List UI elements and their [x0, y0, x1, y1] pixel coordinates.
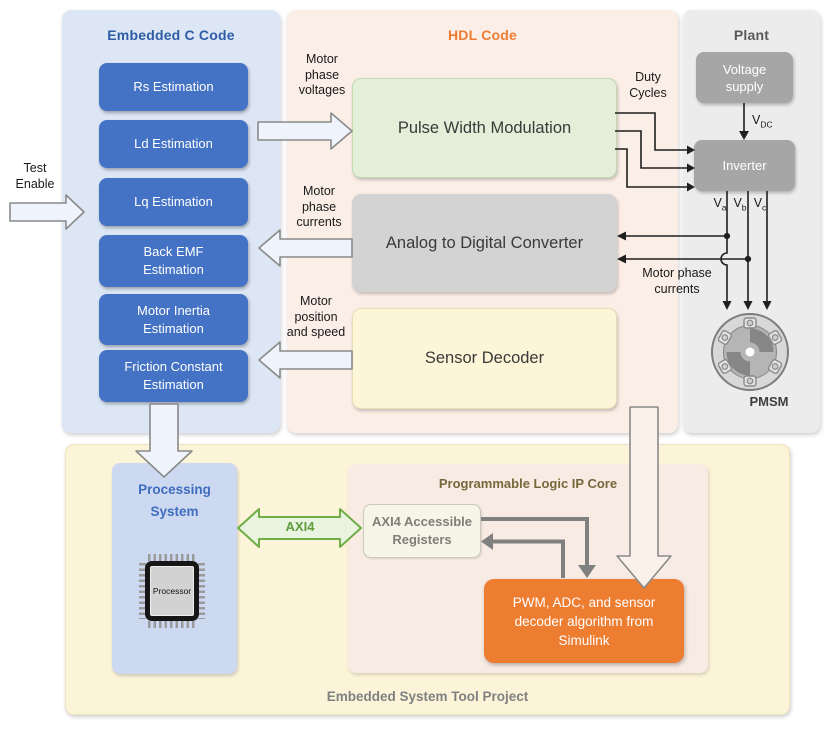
- rs-estimation-box: Rs Estimation: [99, 63, 248, 111]
- chip-body: Processor: [145, 561, 199, 621]
- vb-label: Vb: [733, 196, 747, 213]
- vc-label: Vc: [753, 196, 767, 213]
- voltage-supply-box: Voltage supply: [696, 52, 793, 103]
- motor-phase-currents-right-label: Motor phase currents: [642, 266, 712, 296]
- motor-bolts: [717, 317, 783, 387]
- embedded-system-tool-project-panel: Processing System Processor Programmable…: [65, 444, 790, 715]
- duty-cycles-label: Duty Cycles: [629, 70, 667, 100]
- lq-estimation-box: Lq Estimation: [99, 178, 248, 226]
- chip-pins-top: [148, 554, 196, 561]
- sensor-decoder-box: Sensor Decoder: [352, 308, 617, 409]
- embedded-system-tool-project-title: Embedded System Tool Project: [326, 689, 529, 704]
- test-enable-label: Test Enable: [15, 161, 55, 191]
- pmsm-motor-icon: [711, 313, 789, 391]
- motor-phase-voltages-label: Motor phase voltages: [298, 52, 346, 97]
- programmable-logic-ip-core-panel: Programmable Logic IP Core AXI4 Accessib…: [348, 464, 708, 673]
- friction-constant-estimation-box: Friction Constant Estimation: [99, 350, 248, 402]
- chip-pins-bottom: [148, 621, 196, 628]
- back-emf-estimation-box: Back EMF Estimation: [99, 235, 248, 287]
- programmable-logic-ip-core-title: Programmable Logic IP Core: [438, 476, 618, 491]
- embedded-c-code-title: Embedded C Code: [107, 27, 235, 43]
- plant-panel: Plant Voltage supply Inverter PMSM: [683, 10, 820, 433]
- va-label: Va: [713, 196, 727, 213]
- motor-inertia-estimation-box: Motor Inertia Estimation: [99, 294, 248, 345]
- hdl-code-panel: HDL Code Pulse Width Modulation Analog t…: [287, 10, 678, 433]
- vdc-label: VDC: [752, 113, 773, 130]
- pulse-width-modulation-box: Pulse Width Modulation: [352, 78, 617, 178]
- inverter-box: Inverter: [694, 140, 795, 191]
- hdl-code-title: HDL Code: [447, 27, 517, 43]
- simulink-algorithm-box: PWM, ADC, and sensor decoder algorithm f…: [484, 579, 684, 663]
- motor-phase-currents-left-label: Motor phase currents: [296, 184, 342, 229]
- processing-system-box: Processing System Processor: [112, 463, 237, 674]
- axi4-label: AXI4: [285, 519, 315, 534]
- plant-title: Plant: [733, 27, 770, 43]
- pmsm-label: PMSM: [749, 394, 789, 409]
- processor-chip-icon: Processor: [139, 554, 205, 628]
- processing-system-title: Processing System: [138, 482, 211, 519]
- ld-estimation-box: Ld Estimation: [99, 120, 248, 168]
- chip-label: Processor: [150, 566, 194, 616]
- analog-to-digital-converter-box: Analog to Digital Converter: [352, 194, 617, 292]
- chip-pins-right: [198, 563, 205, 619]
- axi4-accessible-registers-box: AXI4 Accessible Registers: [363, 504, 481, 558]
- motor-position-speed-label: Motor position and speed: [286, 294, 346, 339]
- embedded-c-code-panel: Embedded C Code Rs Estimation Ld Estimat…: [62, 10, 280, 433]
- chip-pins-left: [139, 563, 146, 619]
